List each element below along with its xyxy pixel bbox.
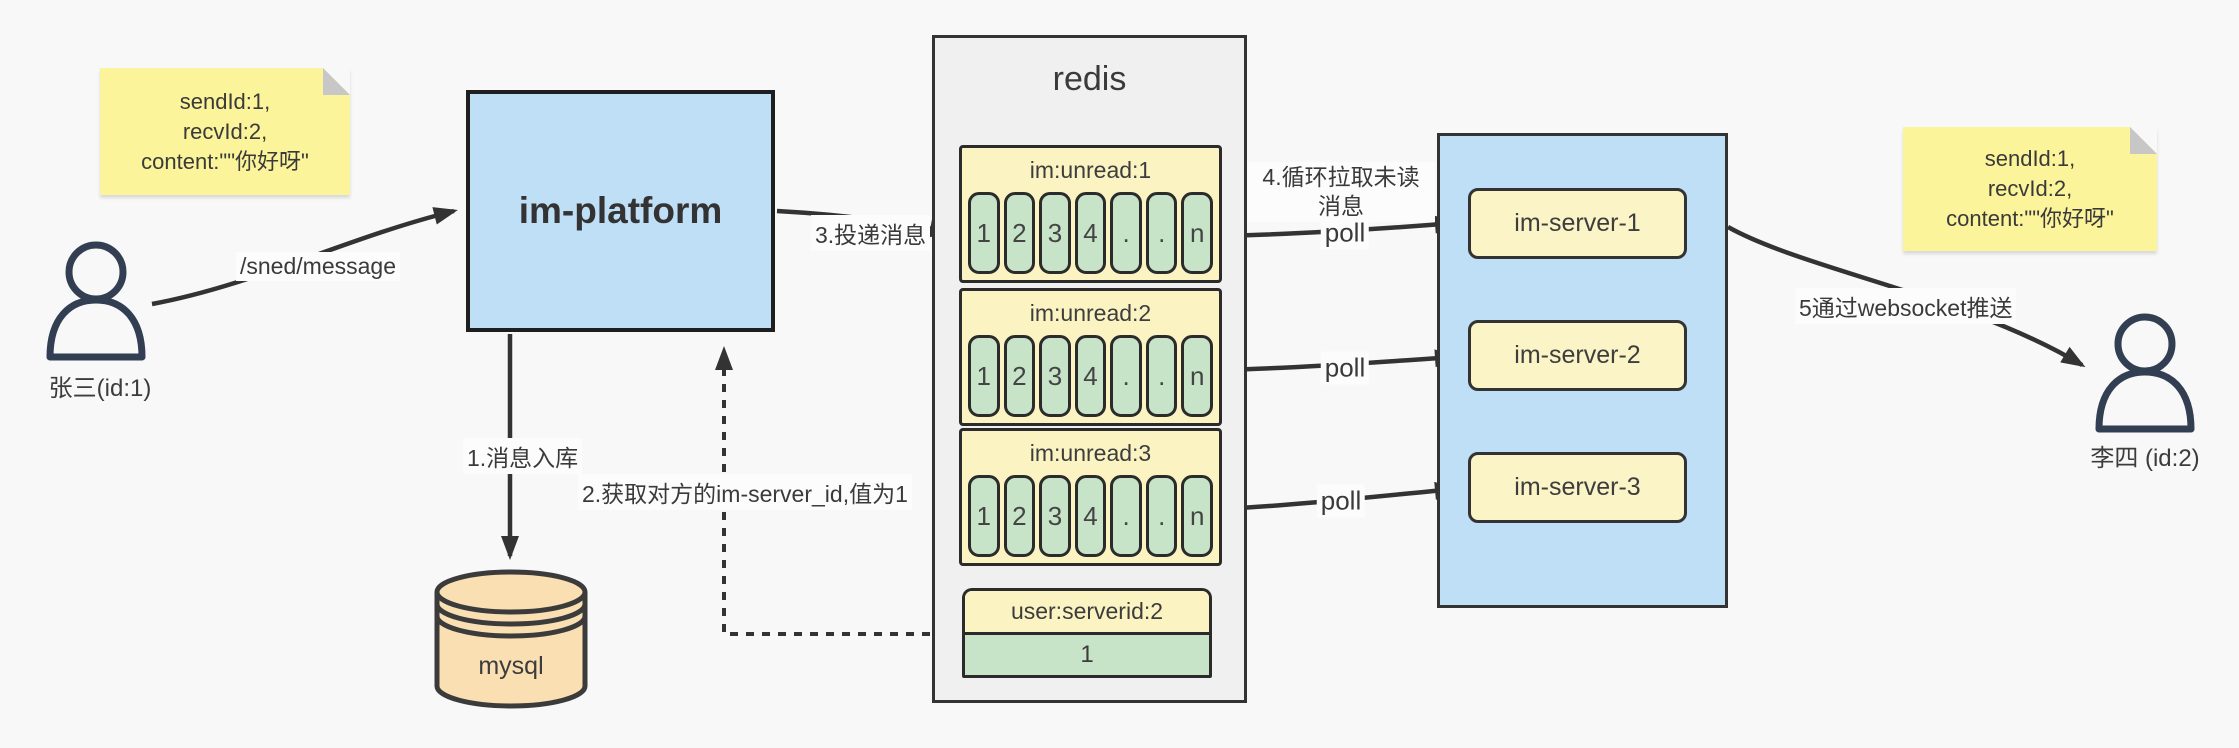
queue-cell: 2: [1003, 192, 1036, 274]
queue-cells: 1 2 3 4 . . n: [962, 475, 1219, 563]
edge-label-poll-1: poll: [1320, 216, 1370, 250]
im-server-2-node: im-server-2: [1468, 320, 1687, 391]
note-line: recvId:2,: [182, 118, 268, 144]
note-line: sendId:1,: [1984, 146, 2076, 171]
queue-cells: 1 2 3 4 . . n: [962, 192, 1219, 280]
queue-cell: .: [1110, 335, 1142, 417]
queue-cell: 4: [1074, 335, 1107, 417]
edge-label-deliver: 3.投递消息: [811, 215, 931, 251]
queue-cell: 3: [1039, 335, 1071, 417]
queue-cell: 3: [1039, 475, 1071, 557]
queue-im-unread-2: im:unread:2 1 2 3 4 . . n: [959, 288, 1222, 426]
note-line: content:""你好呀": [141, 148, 309, 174]
note-fold-icon: [2130, 127, 2157, 154]
queue-cell: 1: [968, 475, 1000, 557]
edge-label-pull: 4.循环拉取未读消息: [1247, 162, 1435, 222]
mysql-label: mysql: [478, 652, 543, 680]
queue-cell: 1: [968, 192, 1000, 274]
queue-cell: .: [1110, 192, 1142, 274]
im-server-2-label: im-server-2: [1514, 341, 1641, 369]
sender-label: 张三(id:1): [48, 375, 152, 402]
im-platform-node: im-platform: [466, 90, 775, 332]
queue-header: im:unread:2: [1029, 299, 1152, 326]
note-fold-icon: [323, 68, 350, 95]
note-line: content:""你好呀": [1946, 206, 2114, 231]
queue-header: im:unread:3: [1029, 439, 1152, 466]
queue-cell: n: [1181, 335, 1214, 417]
note-line: sendId:1,: [179, 88, 271, 114]
im-server-3-node: im-server-3: [1468, 452, 1687, 523]
queue-im-unread-1: im:unread:1 1 2 3 4 . . n: [959, 145, 1222, 283]
im-server-1-label: im-server-1: [1514, 209, 1641, 237]
queue-cell: 2: [1003, 335, 1036, 417]
mysql-node: mysql: [434, 569, 588, 709]
redis-container: redis im:unread:1 1 2 3 4 . . n im:unrea…: [932, 35, 1247, 703]
queue-cell: .: [1110, 475, 1142, 557]
queue-cell: n: [1181, 475, 1214, 557]
kv-user-serverid: user:serverid:2 1: [962, 588, 1212, 678]
queue-cell: 3: [1039, 192, 1071, 274]
edge-label-send: /sned/message: [236, 252, 400, 281]
kv-value: 1: [965, 634, 1209, 675]
queue-cell: 1: [968, 335, 1000, 417]
person-receiver-icon: [2095, 313, 2195, 433]
edge-label-websocket-push: 5通过websocket推送: [1795, 288, 2017, 324]
redis-title: redis: [1052, 60, 1127, 98]
edge-label-poll-3: poll: [1316, 484, 1366, 518]
im-server-1-node: im-server-1: [1468, 188, 1687, 259]
queue-cell: 4: [1074, 475, 1107, 557]
queue-cells: 1 2 3 4 . . n: [962, 335, 1219, 423]
receiver-label: 李四 (id:2): [2090, 445, 2200, 472]
edge-label-poll-2: poll: [1320, 351, 1370, 385]
im-server-3-label: im-server-3: [1514, 473, 1641, 501]
note-line: recvId:2,: [1987, 176, 2073, 201]
queue-cell: .: [1145, 335, 1178, 417]
sticky-note-left: sendId:1, recvId:2, content:""你好呀": [100, 68, 350, 195]
queue-im-unread-3: im:unread:3 1 2 3 4 . . n: [959, 428, 1222, 566]
im-platform-label: im-platform: [518, 190, 723, 231]
sticky-note-right: sendId:1, recvId:2, content:""你好呀": [1903, 127, 2157, 251]
queue-cell: .: [1145, 475, 1178, 557]
edge-label-store: 1.消息入库: [463, 438, 583, 474]
queue-cell: n: [1181, 192, 1214, 274]
kv-header: user:serverid:2: [965, 591, 1209, 635]
queue-header: im:unread:1: [1029, 156, 1152, 183]
edge-label-get-server-id: 2.获取对方的im-server_id,值为1: [578, 474, 912, 510]
queue-cell: .: [1145, 192, 1178, 274]
queue-cell: 4: [1074, 192, 1107, 274]
im-server-cluster: im-server-1 im-server-2 im-server-3: [1437, 133, 1728, 608]
queue-cell: 2: [1003, 475, 1036, 557]
person-sender-icon: [46, 241, 146, 361]
